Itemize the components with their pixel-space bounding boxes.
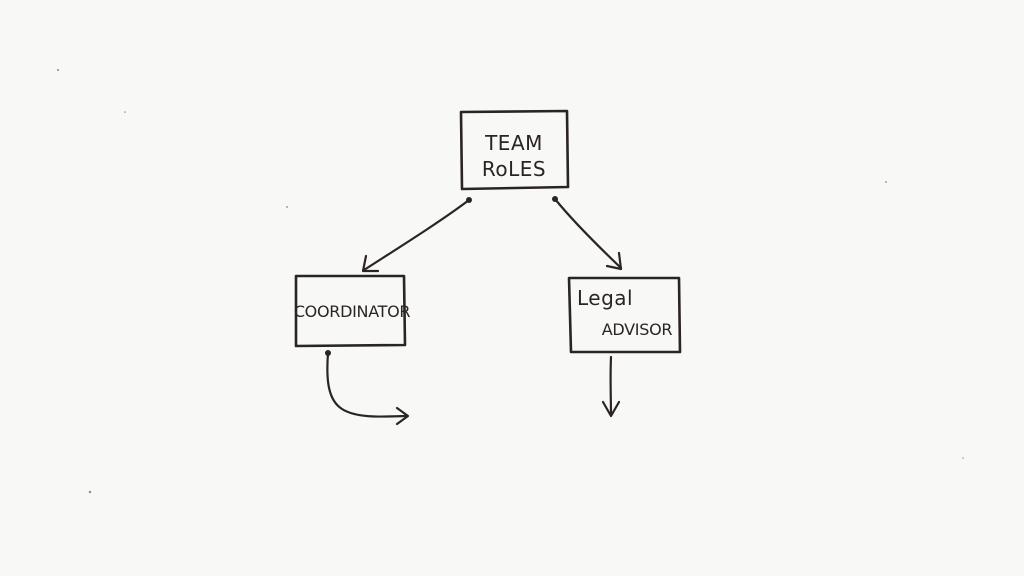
edge-coordinator-out (325, 350, 410, 426)
node-coordinator-box (294, 274, 407, 348)
edge-legal-advisor-out-arrowhead (601, 400, 621, 418)
edge-coordinator-out-arrowhead (395, 406, 410, 426)
edge-legal-advisor-out (601, 355, 621, 418)
edge-root-to-legal-advisor-line (553, 197, 623, 270)
edge-root-to-legal-advisor-arrowhead (605, 251, 623, 271)
node-team-roles-line1: TEAM (484, 131, 543, 155)
node-coordinator: COORDINATOR (294, 274, 411, 348)
node-team-roles-box (459, 109, 570, 191)
edge-coordinator-out-line (326, 351, 408, 418)
node-team-roles-line2: RoLES (482, 157, 546, 181)
edge-root-to-coordinator-line (362, 198, 471, 272)
paper-specks (57, 69, 964, 494)
node-coordinator-label: COORDINATOR (294, 302, 411, 321)
node-team-roles: TEAM RoLES (459, 109, 570, 191)
node-legal-advisor-line2: ADVISOR (602, 320, 673, 339)
node-legal-advisor: Legal ADVISOR (567, 276, 682, 354)
edge-root-to-coordinator-arrowhead (361, 254, 380, 273)
node-legal-advisor-line1: Legal (577, 286, 633, 310)
edge-root-to-coordinator (361, 197, 472, 273)
node-legal-advisor-box (567, 276, 682, 354)
edge-root-to-legal-advisor (552, 196, 623, 271)
